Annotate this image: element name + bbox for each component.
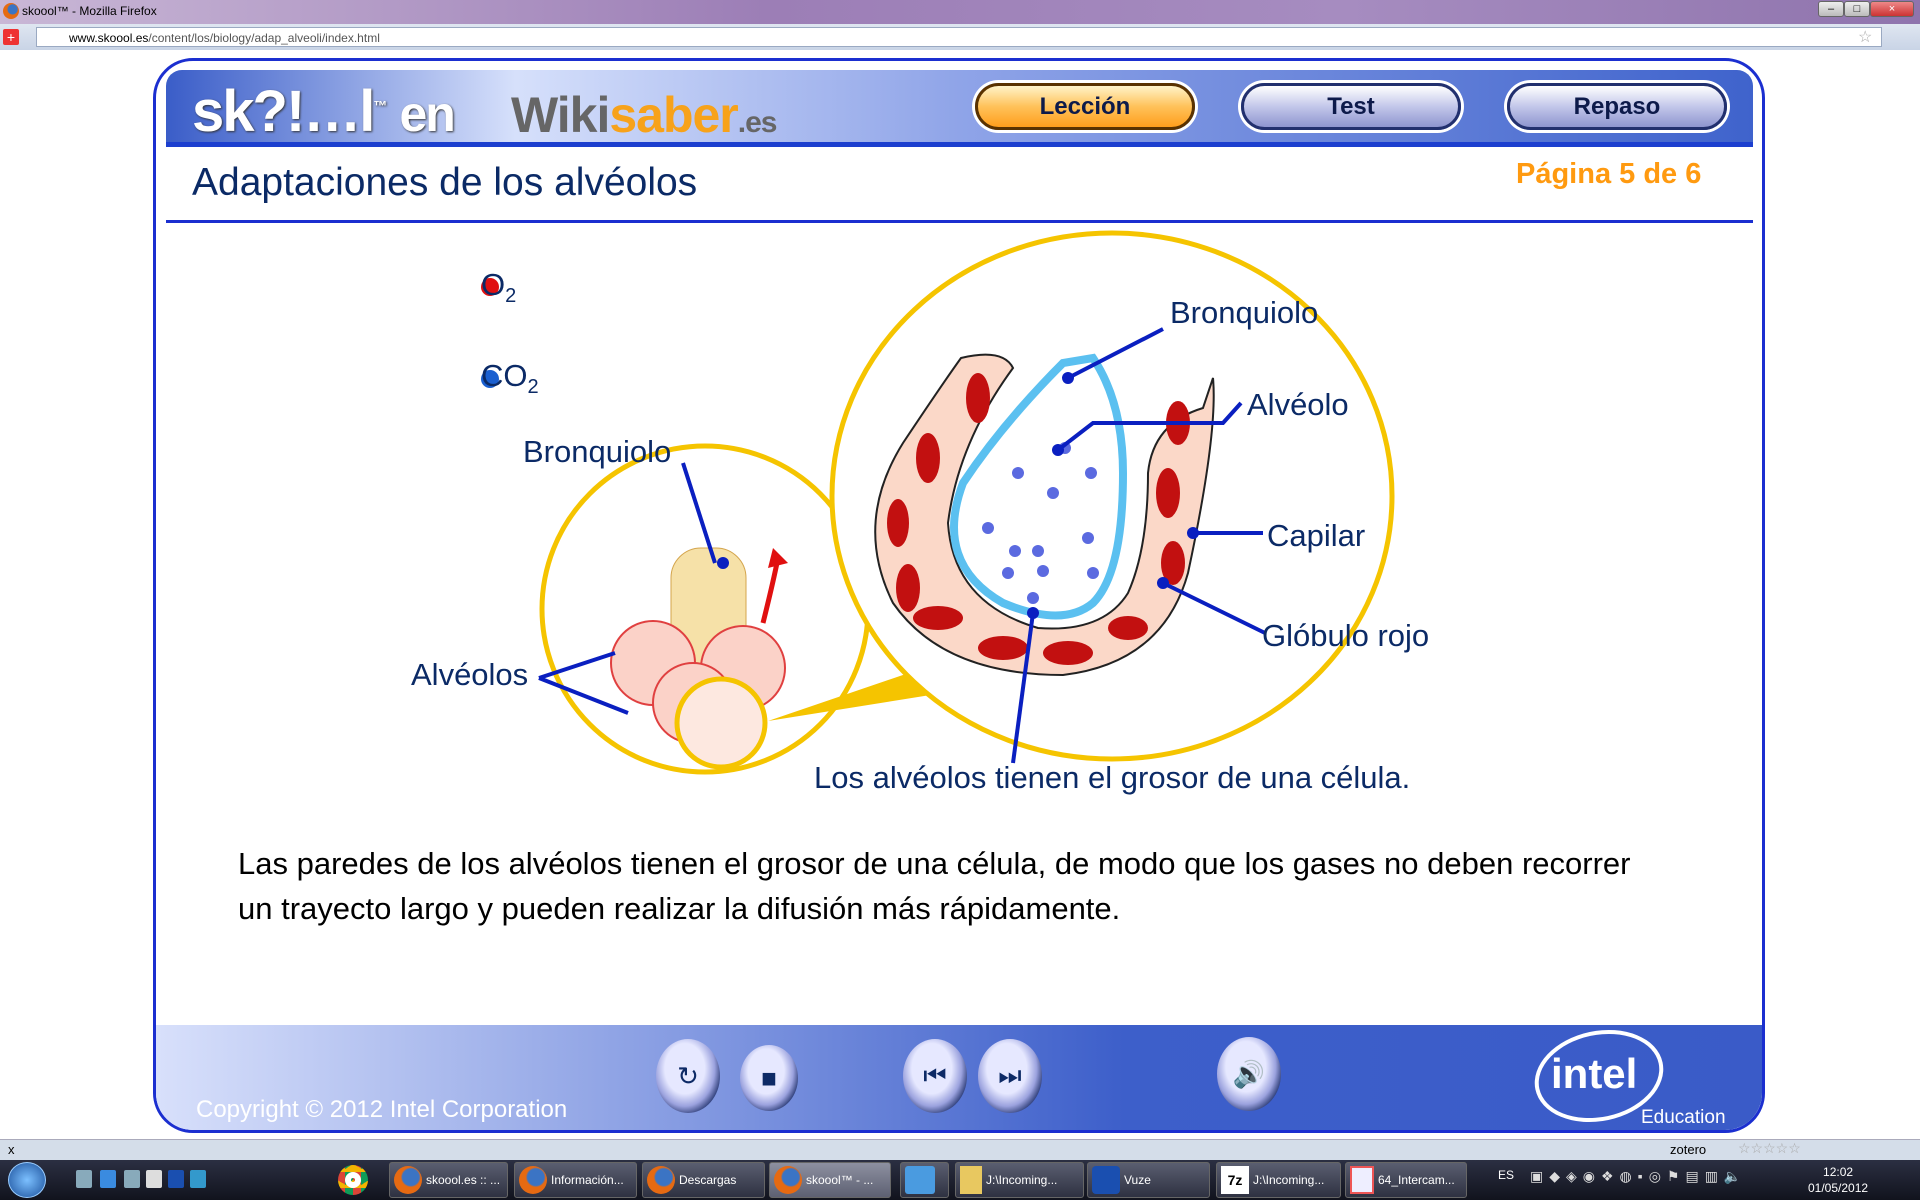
window-title: skoool™ - Mozilla Firefox [22, 4, 157, 18]
stop-button[interactable]: ■ [740, 1045, 798, 1111]
tab-test[interactable]: Test [1241, 83, 1461, 130]
label-capilar: Capilar [1267, 518, 1366, 553]
task-folder-incoming[interactable]: J:\Incoming... [955, 1162, 1084, 1198]
addon-icon[interactable]: + [3, 29, 19, 45]
control-panel-icon [905, 1166, 935, 1194]
computer-icon[interactable] [124, 1170, 140, 1188]
label-bronquiolo-large: Bronquiolo [1170, 295, 1319, 330]
previous-icon: ⏮ [923, 1060, 947, 1090]
tray-icons[interactable]: ▣◆◈◉❖◍▪◎⚑▤▥🔈 [1530, 1168, 1748, 1184]
ie-icon[interactable] [100, 1170, 116, 1188]
legend-co2: CO2 [481, 358, 539, 399]
replay-icon: ↻ [677, 1060, 699, 1091]
page-indicator: Página 5 de 6 [1516, 158, 1702, 190]
task-descargas[interactable]: Descargas [642, 1162, 765, 1198]
intel-logo: intel [1551, 1050, 1638, 1097]
status-bar: x zotero ☆☆☆☆☆ [0, 1139, 1920, 1160]
vuze-quick-icon[interactable] [168, 1170, 184, 1188]
label-bronquiolo-small: Bronquiolo [523, 434, 672, 469]
start-button[interactable] [8, 1162, 46, 1198]
firefox-icon [774, 1166, 802, 1194]
task-skoool-es[interactable]: skoool.es :: ... [389, 1162, 508, 1198]
task-skoool[interactable]: skoool™ - ... [769, 1162, 891, 1198]
quicklaunch-icon[interactable] [76, 1170, 92, 1188]
navigation-bar: + www.skoool.es/content/los/biology/adap… [0, 24, 1920, 50]
lesson-frame: sk?!…l™ en Wikisaber.es Lección Test Rep… [153, 58, 1765, 1133]
copyright: Copyright © 2012 Intel Corporation [196, 1096, 568, 1123]
clock-date: 01/05/2012 [1808, 1181, 1869, 1195]
close-addon-bar[interactable]: x [8, 1142, 15, 1157]
label-alveolo: Alvéolo [1247, 387, 1349, 422]
bookmark-star-icon[interactable]: ☆ [1858, 29, 1873, 46]
wikisaber-logo: Wikisaber.es [511, 87, 777, 143]
intel-education: Education [1641, 1107, 1726, 1128]
url-domain: www.skoool.es [69, 31, 149, 45]
page-title: Adaptaciones de los alvéolos [192, 161, 698, 204]
document-icon [1350, 1166, 1374, 1194]
firefox-icon [519, 1166, 547, 1194]
audio-icon: 🔊 [1232, 1058, 1266, 1089]
task-control-panel[interactable] [900, 1162, 949, 1198]
audio-button[interactable]: 🔊 [1217, 1037, 1281, 1111]
window-icon[interactable] [146, 1170, 162, 1188]
desktop-icon[interactable] [190, 1170, 206, 1188]
firefox-icon [3, 3, 19, 19]
next-icon: ⏭ [998, 1060, 1022, 1090]
next-button[interactable]: ⏭ [978, 1039, 1042, 1113]
firefox-icon [394, 1166, 422, 1194]
firefox-icon [647, 1166, 675, 1194]
tab-leccion[interactable]: Lección [975, 83, 1195, 130]
lesson-footer: Copyright © 2012 Intel Corporation ↻ ■ ⏮… [156, 1018, 1762, 1130]
task-informacion[interactable]: Información... [514, 1162, 637, 1198]
browser-title-bar: skoool™ - Mozilla Firefox – □ × [0, 0, 1920, 24]
maximize-button[interactable]: □ [1844, 1, 1870, 17]
close-button[interactable]: × [1870, 1, 1914, 17]
task-document[interactable]: 64_Intercam... [1345, 1162, 1467, 1198]
label-globulo-rojo: Glóbulo rojo [1262, 618, 1430, 653]
language-indicator[interactable]: ES [1498, 1168, 1515, 1182]
divider [166, 220, 1753, 223]
chrome-icon[interactable] [338, 1165, 368, 1195]
explanation-text: Las paredes de los alvéolos tienen el gr… [238, 846, 1631, 926]
previous-button[interactable]: ⏮ [903, 1039, 967, 1113]
bronchiole-alveoli-cluster [610, 547, 788, 770]
7zip-icon: 7z [1221, 1166, 1249, 1194]
lesson-header: sk?!…l™ en Wikisaber.es Lección Test Rep… [166, 70, 1753, 147]
zotero-label[interactable]: zotero [1670, 1142, 1707, 1157]
minimize-button[interactable]: – [1818, 1, 1844, 17]
clock-time: 12:02 [1823, 1165, 1854, 1179]
skoool-logo: sk?!…l™ en [192, 79, 456, 144]
url-bar[interactable]: www.skoool.es/content/los/biology/adap_a… [36, 27, 1882, 47]
folder-icon [960, 1166, 982, 1194]
tab-repaso[interactable]: Repaso [1507, 83, 1727, 130]
zoom-connector [768, 663, 943, 721]
label-alveolos: Alvéolos [411, 657, 529, 692]
co2-dot [481, 370, 499, 388]
alveoli-diagram [481, 230, 1395, 775]
rating-stars-icon[interactable]: ☆☆☆☆☆ [1738, 1140, 1801, 1156]
url-path: /content/los/biology/adap_alveoli/index.… [148, 31, 380, 45]
alveolus-capillary [874, 353, 1215, 677]
o2-dot [481, 278, 499, 296]
vuze-icon [1092, 1166, 1120, 1194]
diagram-caption: Los alvéolos tienen el grosor de una cél… [814, 760, 1411, 795]
clock[interactable]: 12:02 01/05/2012 [1808, 1164, 1868, 1196]
replay-button[interactable]: ↻ [656, 1039, 720, 1113]
legend-o2: O2 [481, 267, 517, 308]
stop-icon: ■ [761, 1062, 777, 1093]
taskbar: skoool.es :: ... Información... Descarga… [0, 1160, 1920, 1200]
task-vuze[interactable]: Vuze [1087, 1162, 1210, 1198]
